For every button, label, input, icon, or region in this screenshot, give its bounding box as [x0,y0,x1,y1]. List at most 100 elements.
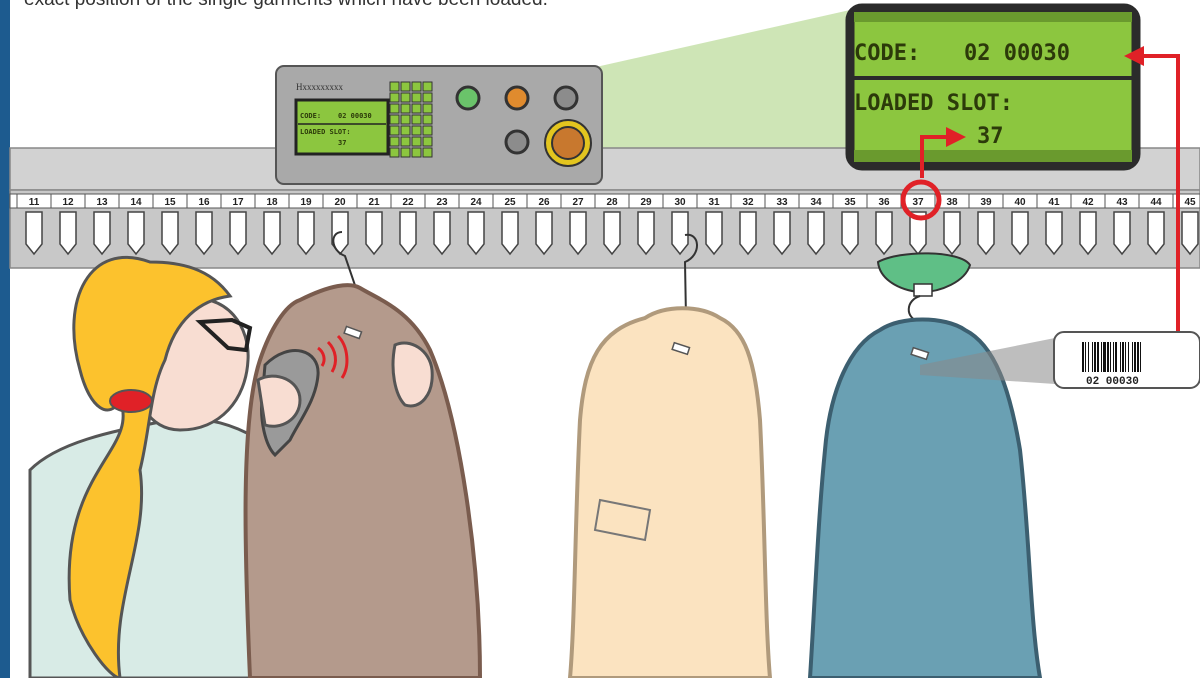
barcode-text: 02 00030 [1086,376,1139,388]
barcode-bar [1094,342,1096,372]
barcode-bar [1103,342,1106,372]
large-display: CODE: 02 00030 LOADED SLOT: 37 [850,8,1136,166]
slot-number-13: 13 [96,197,108,208]
slot-pocket-28 [604,212,620,254]
slot-number-32: 32 [742,197,754,208]
keypad-key[interactable] [423,82,432,91]
slot-pocket-27 [570,212,586,254]
keypad-key[interactable] [401,148,410,157]
slot-number-23: 23 [436,197,448,208]
slot-pocket-43 [1114,212,1130,254]
keypad-key[interactable] [401,115,410,124]
slot-number-17: 17 [232,197,244,208]
slot-number-33: 33 [776,197,788,208]
barcode-bar [1107,342,1109,372]
barcode-bar [1134,342,1136,372]
keypad-key[interactable] [412,82,421,91]
caption-text: exact position of the single garments wh… [24,0,548,11]
slot-number-35: 35 [844,197,856,208]
barcode-label: 02 00030 [1054,332,1200,388]
slot-number-24: 24 [470,197,482,208]
keypad-key[interactable] [423,93,432,102]
start-button-icon[interactable] [552,127,584,159]
small-code-value: 02 00030 [338,112,372,120]
slot-number-38: 38 [946,197,958,208]
keypad-key[interactable] [412,137,421,146]
slot-number-43: 43 [1116,197,1128,208]
keypad-key[interactable] [390,137,399,146]
slot-number-31: 31 [708,197,720,208]
keypad-key[interactable] [412,104,421,113]
teal-jacket [810,253,1070,678]
keypad-key[interactable] [412,126,421,135]
slot-pocket-23 [434,212,450,254]
slot-pocket-22 [400,212,416,254]
barcode-bar [1137,342,1139,372]
barcode-bar [1101,342,1102,372]
keypad-key[interactable] [401,93,410,102]
keypad-key[interactable] [412,93,421,102]
grey-button-icon[interactable] [506,131,528,153]
slot-number-36: 36 [878,197,890,208]
display-slot-value: 37 [977,124,1004,149]
display-code-label: CODE: [854,41,920,66]
keypad-key[interactable] [412,148,421,157]
slot-pocket-26 [536,212,552,254]
keypad-key[interactable] [390,104,399,113]
barcode-bar [1125,342,1126,372]
barcode-bar [1120,342,1121,372]
keypad-key[interactable] [401,126,410,135]
keypad-key[interactable] [401,137,410,146]
orange-light-icon [506,87,528,109]
keypad-key[interactable] [390,115,399,124]
slot-pocket-41 [1046,212,1062,254]
slot-number-16: 16 [198,197,210,208]
slot-pocket-29 [638,212,654,254]
keypad-key[interactable] [423,126,432,135]
slot-pocket-11 [26,212,42,254]
keypad-key[interactable] [390,82,399,91]
slot-number-40: 40 [1014,197,1026,208]
keypad-key[interactable] [401,104,410,113]
keypad-key[interactable] [423,115,432,124]
keypad-key[interactable] [423,137,432,146]
barcode-bar [1132,342,1133,372]
small-slot-label: LOADED SLOT: [300,128,351,136]
slot-pocket-12 [60,212,76,254]
slot-number-11: 11 [29,197,40,208]
slot-pocket-31 [706,212,722,254]
display-slot-label: LOADED SLOT: [854,91,1013,116]
keypad-key[interactable] [423,148,432,157]
control-panel: Hxxxxxxxxx CODE: 02 00030 LOADED SLOT: 3… [276,66,602,184]
slot-number-18: 18 [266,197,278,208]
keypad-key[interactable] [423,104,432,113]
barcode-bar [1115,342,1117,372]
slot-number-19: 19 [300,197,312,208]
slot-number-21: 21 [368,197,380,208]
cream-shirt [570,235,770,678]
slot-number-25: 25 [504,197,516,208]
slot-number-45: 45 [1184,197,1196,208]
slot-pocket-14 [128,212,144,254]
slot-pocket-21 [366,212,382,254]
hair-tie-icon [110,390,152,412]
slot-pocket-16 [196,212,212,254]
slot-number-15: 15 [164,197,176,208]
slot-pocket-42 [1080,212,1096,254]
slot-number-22: 22 [402,197,414,208]
slot-number-42: 42 [1082,197,1094,208]
slot-pocket-24 [468,212,484,254]
keypad-key[interactable] [390,126,399,135]
small-slot-value: 37 [338,139,346,147]
display-code-value: 02 00030 [964,41,1070,66]
keypad-key[interactable] [390,93,399,102]
panel-brand: Hxxxxxxxxx [296,82,343,92]
keypad-key[interactable] [401,82,410,91]
keypad-key[interactable] [412,115,421,124]
slot-number-26: 26 [538,197,550,208]
barcode-bar [1085,342,1086,372]
slot-number-37: 37 [912,197,924,208]
keypad-key[interactable] [390,148,399,157]
slot-pocket-34 [808,212,824,254]
